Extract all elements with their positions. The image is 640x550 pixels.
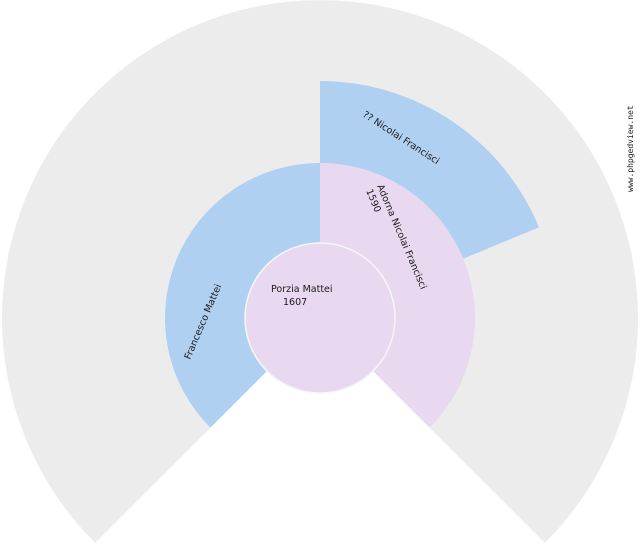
father-segment[interactable]	[165, 163, 320, 428]
root-name: Porzia Mattei	[271, 284, 333, 295]
watermark-text: www.phpgedview.net	[626, 105, 635, 192]
root-person-circle[interactable]	[244, 242, 396, 394]
root-year: 1607	[283, 297, 307, 308]
mother-segment[interactable]	[320, 163, 475, 428]
maternal-grandfather-segment[interactable]	[320, 80, 539, 259]
watermark: www.phpgedview.net	[626, 92, 640, 192]
